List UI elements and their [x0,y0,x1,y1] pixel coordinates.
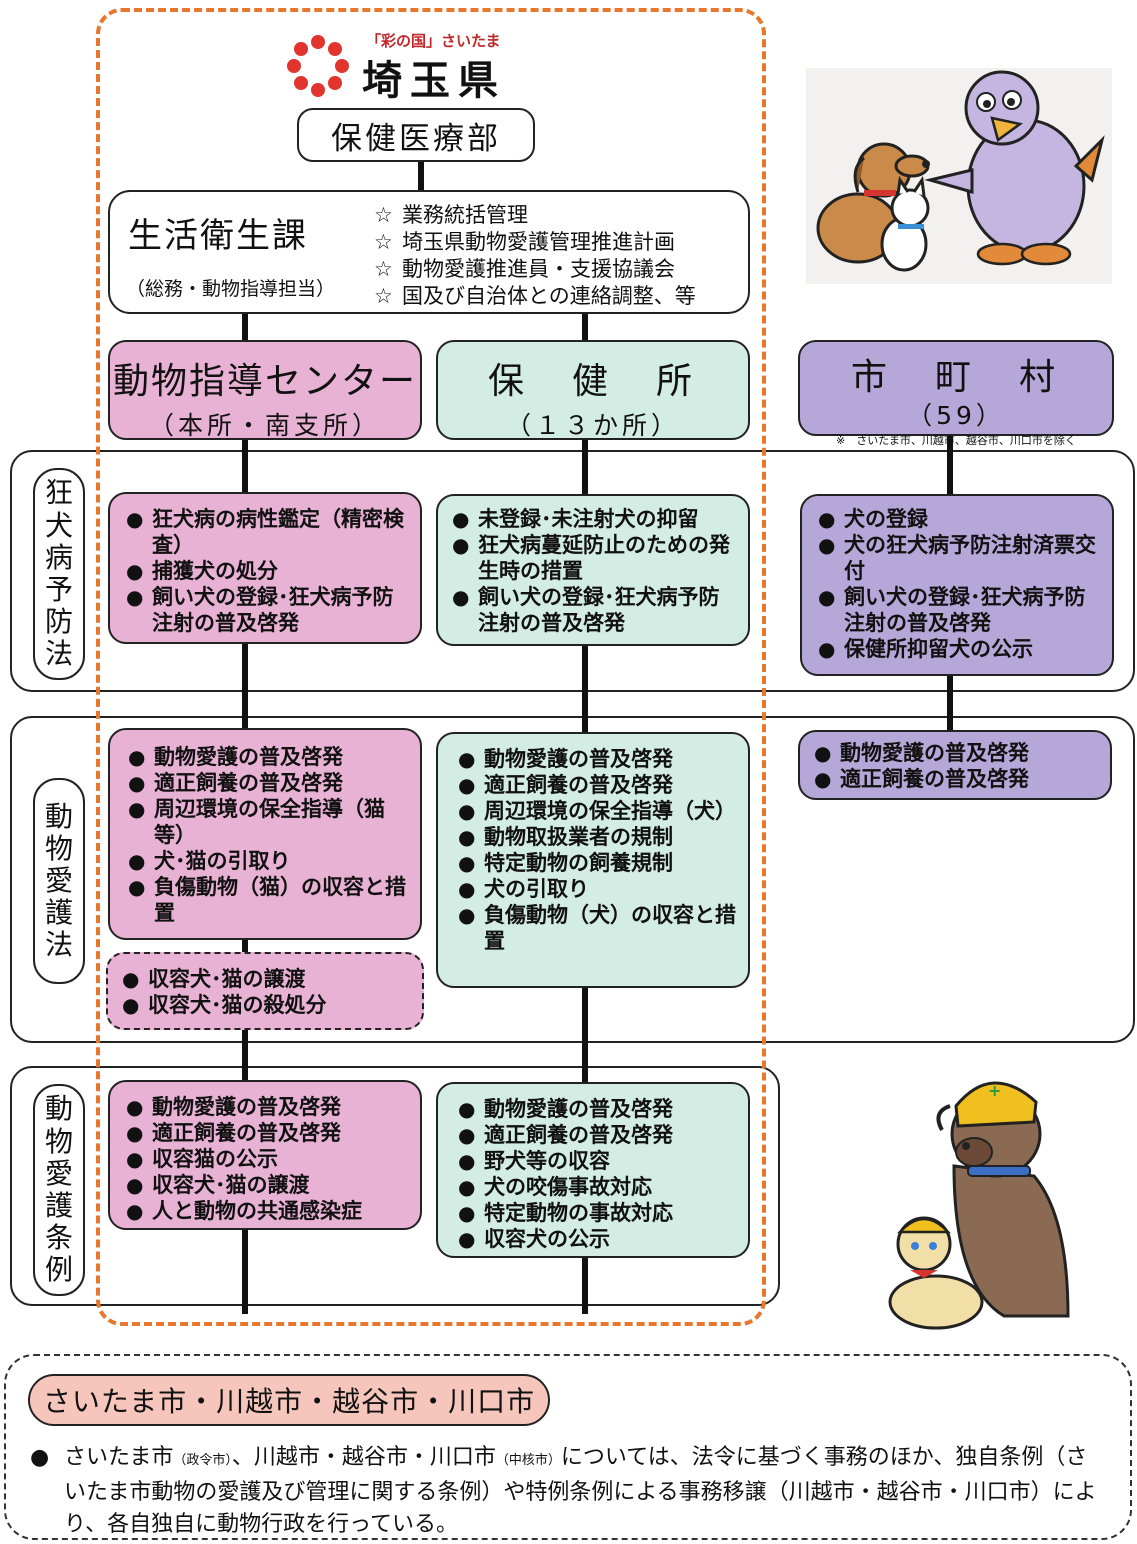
connector-dept [418,160,424,192]
slogan-text: 「彩の国」さいたま [366,32,501,50]
list-item: 負傷動物（犬）の収容と措置 [456,902,738,954]
list-item: 収容犬･猫の譲渡 [124,1172,410,1198]
list-item: 動物愛護の普及啓発 [126,744,410,770]
list-item: 動物愛護の普及啓発 [456,1096,738,1122]
list-item: 動物愛護の普及啓発 [456,746,738,772]
list-item: 飼い犬の登録･狂犬病予防注射の普及啓発 [450,584,738,636]
duty-item: 動物愛護推進員・支援協議会 [374,256,696,283]
list-item: 特定動物の飼養規制 [456,850,738,876]
list-item: 収容犬の公示 [456,1226,738,1252]
duty-item: 埼玉県動物愛護管理推進計画 [374,229,696,256]
list-item: 人と動物の共通感染症 [124,1198,410,1224]
duty-item: 国及び自治体との連絡調整、等 [374,283,696,310]
column-head-municipal: 市 町 村 （59） ※ さいたま市、川越市、越谷市、川口市を除く [798,340,1114,447]
band-label-welfare: 動物愛 護法 [33,778,85,984]
list-item: 未登録･未注射犬の抑留 [450,506,738,532]
list-item: 保健所抑留犬の公示 [816,636,1102,662]
mascot-illustration-bottom: + [884,1066,1074,1336]
list-item: 適正飼養の普及啓発 [124,1120,410,1146]
section-duties: 業務統括管理 埼玉県動物愛護管理推進計画 動物愛護推進員・支援協議会 国及び自治… [374,202,696,310]
list-item: 適正飼養の普及啓発 [456,772,738,798]
health-title: 保 健 所 [487,361,698,402]
list-item: 動物愛護の普及啓発 [812,740,1100,766]
list-item: 飼い犬の登録･狂犬病予防注射の普及啓発 [124,584,410,636]
helmet-dog-cat-illustration: + [888,1081,1070,1330]
prefecture-name: 埼玉県 [362,58,506,104]
list-item: 犬･猫の引取り [126,848,410,874]
column-head-health: 保 健 所 （１３か所） [436,340,750,440]
rabies-municipal-box: 犬の登録 犬の狂犬病予防注射済票交付 飼い犬の登録･狂犬病予防注射の普及啓発 保… [800,494,1114,676]
list-item: 適正飼養の普及啓発 [126,770,410,796]
list-item: 野犬等の収容 [456,1148,738,1174]
welfare-center-extra-box: 収容犬･猫の譲渡 収容犬･猫の殺処分 [106,952,424,1030]
list-item: 動物愛護の普及啓発 [124,1094,410,1120]
dog-cat-bird-illustration [816,70,1105,272]
band-label-ordinance: 動物愛 護条例 [33,1084,85,1296]
mascot-illustration-top [806,68,1112,284]
saitama-logo: 「彩の国」さいたま 埼玉県 [286,30,526,104]
saitama-emblem-icon [287,35,349,97]
rabies-center-box: 狂犬病の病性鑑定（精密検査） 捕獲犬の処分 飼い犬の登録･狂犬病予防注射の普及啓… [108,492,422,644]
municipal-title: 市 町 村 [850,357,1061,398]
list-item: 適正飼養の普及啓発 [456,1122,738,1148]
list-item: 狂犬病蔓延防止のための発生時の措置 [450,532,738,584]
ordinance-center-box: 動物愛護の普及啓発 適正飼養の普及啓発 収容猫の公示 収容犬･猫の譲渡 人と動物… [108,1080,422,1230]
section-subtitle: （総務・動物指導担当） [126,278,336,300]
list-item: 特定動物の事故対応 [456,1200,738,1226]
list-item: 周辺環境の保全指導（猫等） [126,796,410,848]
designated-cities-pill: さいたま市・川越市・越谷市・川口市 [28,1374,550,1426]
ordinance-health-box: 動物愛護の普及啓発 適正飼養の普及啓発 野犬等の収容 犬の咬傷事故対応 特定動物… [436,1082,750,1258]
health-subtitle: （１３か所） [505,411,680,440]
designated-cities-label: さいたま市・川越市・越谷市・川口市 [42,1385,536,1418]
section-box: 生活衛生課 （総務・動物指導担当） 業務統括管理 埼玉県動物愛護管理推進計画 動… [108,190,750,314]
list-item: 犬の登録 [816,506,1102,532]
list-item: 適正飼養の普及啓発 [812,766,1100,792]
rabies-health-box: 未登録･未注射犬の抑留 狂犬病蔓延防止のための発生時の措置 飼い犬の登録･狂犬病… [436,494,750,646]
section-title: 生活衛生課 [128,216,308,256]
band-label-rabies: 狂犬病 予防法 [33,468,85,680]
duty-item: 業務統括管理 [374,202,696,229]
list-item: 捕獲犬の処分 [124,558,410,584]
bottom-note-text: さいたま市（政令市）、川越市・越谷市・川口市（中核市）については、法令に基づく事… [30,1442,1100,1541]
svg-text:+: + [988,1081,1001,1100]
list-item: 飼い犬の登録･狂犬病予防注射の普及啓発 [816,584,1102,636]
welfare-health-box: 動物愛護の普及啓発 適正飼養の普及啓発 周辺環境の保全指導（犬） 動物取扱業者の… [436,732,750,988]
center-title: 動物指導センター [112,361,417,402]
center-subtitle: （本所・南支所） [148,411,381,440]
list-item: 周辺環境の保全指導（犬） [456,798,738,824]
list-item: 収容猫の公示 [124,1146,410,1172]
list-item: 犬の咬傷事故対応 [456,1174,738,1200]
list-item: 動物取扱業者の規制 [456,824,738,850]
prefecture-scope-frame [96,8,766,1326]
municipal-note: ※ さいたま市、川越市、越谷市、川口市を除く [836,434,1076,447]
list-item: 収容犬･猫の殺処分 [120,992,412,1018]
municipal-subtitle: （59） [907,401,1005,430]
welfare-municipal-box: 動物愛護の普及啓発 適正飼養の普及啓発 [798,730,1112,800]
department-title: 保健医療部 [331,120,501,157]
list-item: 収容犬･猫の譲渡 [120,966,412,992]
column-head-center: 動物指導センター （本所・南支所） [108,340,422,440]
department-box: 保健医療部 [297,108,535,162]
list-item: 犬の狂犬病予防注射済票交付 [816,532,1102,584]
welfare-center-box: 動物愛護の普及啓発 適正飼養の普及啓発 周辺環境の保全指導（猫等） 犬･猫の引取… [108,728,422,940]
list-item: 狂犬病の病性鑑定（精密検査） [124,506,410,558]
list-item: 負傷動物（猫）の収容と措置 [126,874,410,926]
list-item: 犬の引取り [456,876,738,902]
